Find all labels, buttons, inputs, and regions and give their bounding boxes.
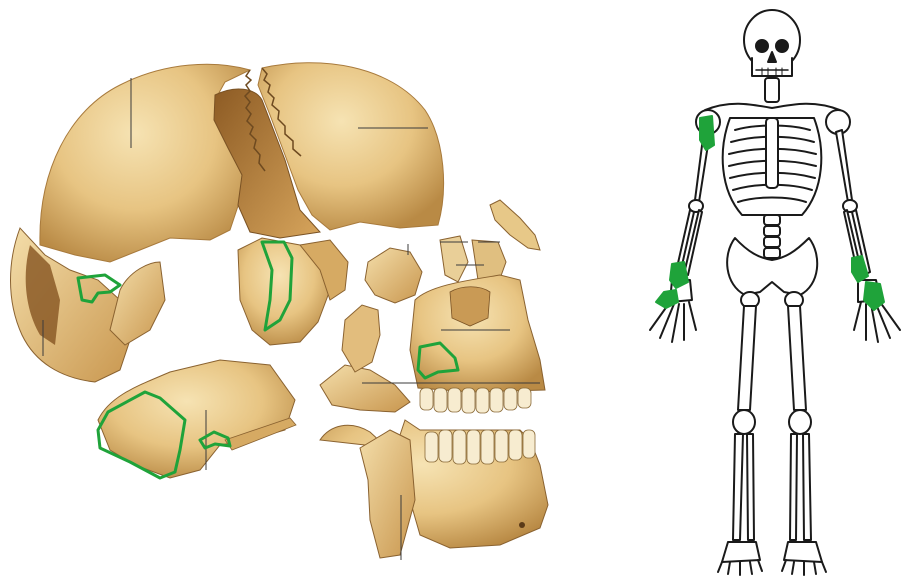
highlight-left-humerus-head <box>700 116 714 150</box>
highlight-left-wrist <box>670 262 688 288</box>
lumbar-spine <box>764 215 780 258</box>
lacrimal-bone <box>440 236 468 282</box>
zygomatic-bone <box>320 365 410 412</box>
right-leg <box>782 292 826 575</box>
skeleton-skull <box>744 10 800 76</box>
lower-teeth <box>425 430 535 464</box>
clavicles <box>705 104 840 110</box>
exploded-skull <box>11 63 549 560</box>
left-leg <box>718 292 762 575</box>
ethmoid-bone <box>365 248 422 303</box>
left-hand <box>650 280 696 342</box>
mental-foramen <box>519 522 525 528</box>
full-skeleton <box>650 10 900 575</box>
maxillary-sinus <box>450 287 490 326</box>
rib-cage <box>723 118 822 215</box>
right-arm <box>836 130 870 275</box>
mandible-ramus <box>360 430 415 558</box>
palatine-bone <box>342 305 380 372</box>
cervical-spine <box>765 78 779 102</box>
highlight-left-hand <box>656 290 678 308</box>
left-arm <box>676 130 710 275</box>
